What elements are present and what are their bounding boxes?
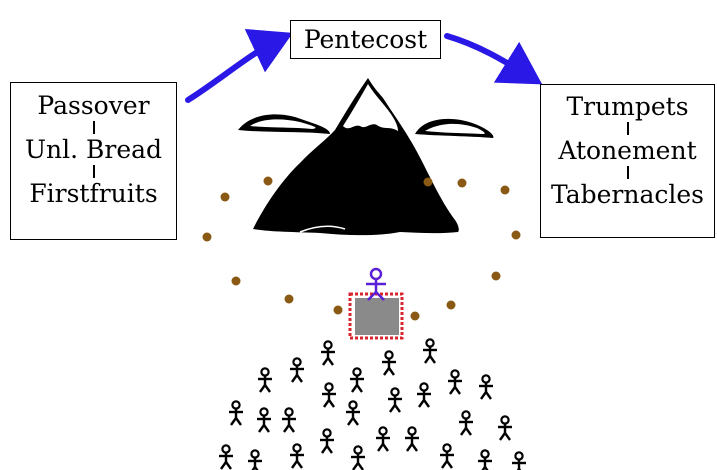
stick-figure-icon	[256, 367, 274, 394]
stick-figure-icon	[438, 443, 456, 470]
stick-figure-icon	[421, 338, 439, 365]
stick-figure-icon	[380, 350, 398, 377]
stick-figure-icon	[496, 415, 514, 442]
stick-figure-icon	[415, 382, 433, 409]
arrow-icon	[444, 33, 543, 85]
stick-figure-icon	[403, 426, 421, 453]
stick-figure-icon	[374, 426, 392, 453]
stick-figure-icon	[476, 449, 494, 470]
cloud-icon	[415, 118, 494, 138]
separator	[92, 121, 95, 134]
feast-tabernacles: Tabernacles	[550, 180, 704, 209]
stick-figure-icon	[319, 340, 337, 367]
stick-figure-icon	[457, 410, 475, 437]
people-crowd	[217, 338, 528, 470]
stick-figure-icon	[446, 369, 464, 396]
stick-figure-icon	[320, 382, 338, 409]
feast-trumpets: Trumpets	[566, 92, 689, 121]
arrow-icon	[185, 28, 293, 103]
stick-figure-icon	[255, 407, 273, 434]
stick-figure-icon	[318, 428, 336, 455]
fall-feasts-box: Trumpets Atonement Tabernacles	[540, 84, 715, 238]
stick-figure-icon	[217, 444, 235, 470]
cloud-icon	[238, 114, 330, 134]
stick-figure-icon	[348, 367, 366, 394]
boundary-dots	[202, 176, 521, 321]
pentecost-box: Pentecost	[290, 20, 441, 59]
feast-pentecost: Pentecost	[303, 25, 428, 54]
separator	[626, 122, 629, 135]
feast-atonement: Atonement	[558, 136, 697, 165]
stick-figure-icon	[349, 445, 367, 470]
feast-passover: Passover	[37, 91, 150, 120]
stick-figure-icon	[227, 400, 245, 427]
separator	[92, 165, 95, 178]
mountain-icon	[253, 78, 459, 236]
spring-feasts-box: Passover Unl. Bread Firstfruits	[10, 82, 177, 240]
altar-icon	[348, 267, 404, 340]
feast-unleavened-bread: Unl. Bread	[24, 135, 163, 164]
stick-figure-icon	[477, 374, 495, 401]
stick-figure-icon	[246, 449, 264, 470]
stick-figure-icon	[280, 407, 298, 434]
stick-figure-icon	[288, 443, 306, 470]
stick-figure-icon	[288, 357, 306, 384]
separator	[626, 166, 629, 179]
feast-firstfruits: Firstfruits	[29, 179, 158, 208]
stick-figure-icon	[510, 451, 528, 470]
stick-figure-icon	[386, 387, 404, 414]
stick-figure-icon	[344, 400, 362, 427]
